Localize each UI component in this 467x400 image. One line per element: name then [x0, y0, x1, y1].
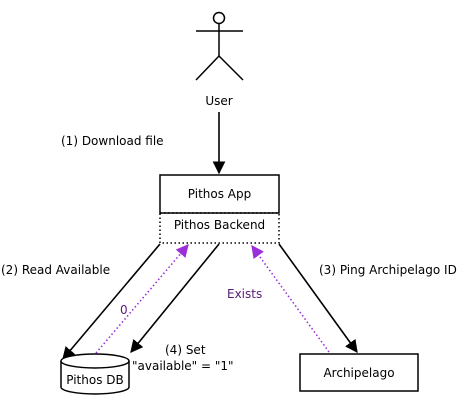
archipelago-label: Archipelago — [323, 366, 394, 380]
pithos-db-label: Pithos DB — [66, 373, 124, 387]
pithos-backend-box — [159, 212, 280, 244]
pithos-db-cylinder-icon — [60, 353, 130, 395]
response-zero-label: 0 — [120, 303, 128, 317]
set-available-arrow — [130, 243, 220, 353]
pithos-backend-label: Pithos Backend — [174, 218, 265, 232]
response-exists-arrow — [251, 244, 330, 353]
response-exists-label: Exists — [227, 287, 262, 301]
read-available-arrow — [62, 243, 161, 360]
step-set-line1-label: (4) Set — [165, 343, 206, 357]
user-label: User — [205, 94, 232, 108]
step-read-available-label: (2) Read Available — [1, 263, 110, 277]
step-set-line2-label: "available" = "1" — [132, 359, 234, 373]
step-ping-label: (3) Ping Archipelago ID — [319, 263, 457, 277]
pithos-app-box — [159, 174, 280, 214]
pithos-app-label: Pithos App — [188, 187, 251, 201]
archipelago-box — [299, 353, 419, 392]
step-download-label: (1) Download file — [61, 134, 164, 148]
user-actor-icon — [195, 11, 244, 81]
ping-archipelago-arrow — [278, 243, 358, 354]
